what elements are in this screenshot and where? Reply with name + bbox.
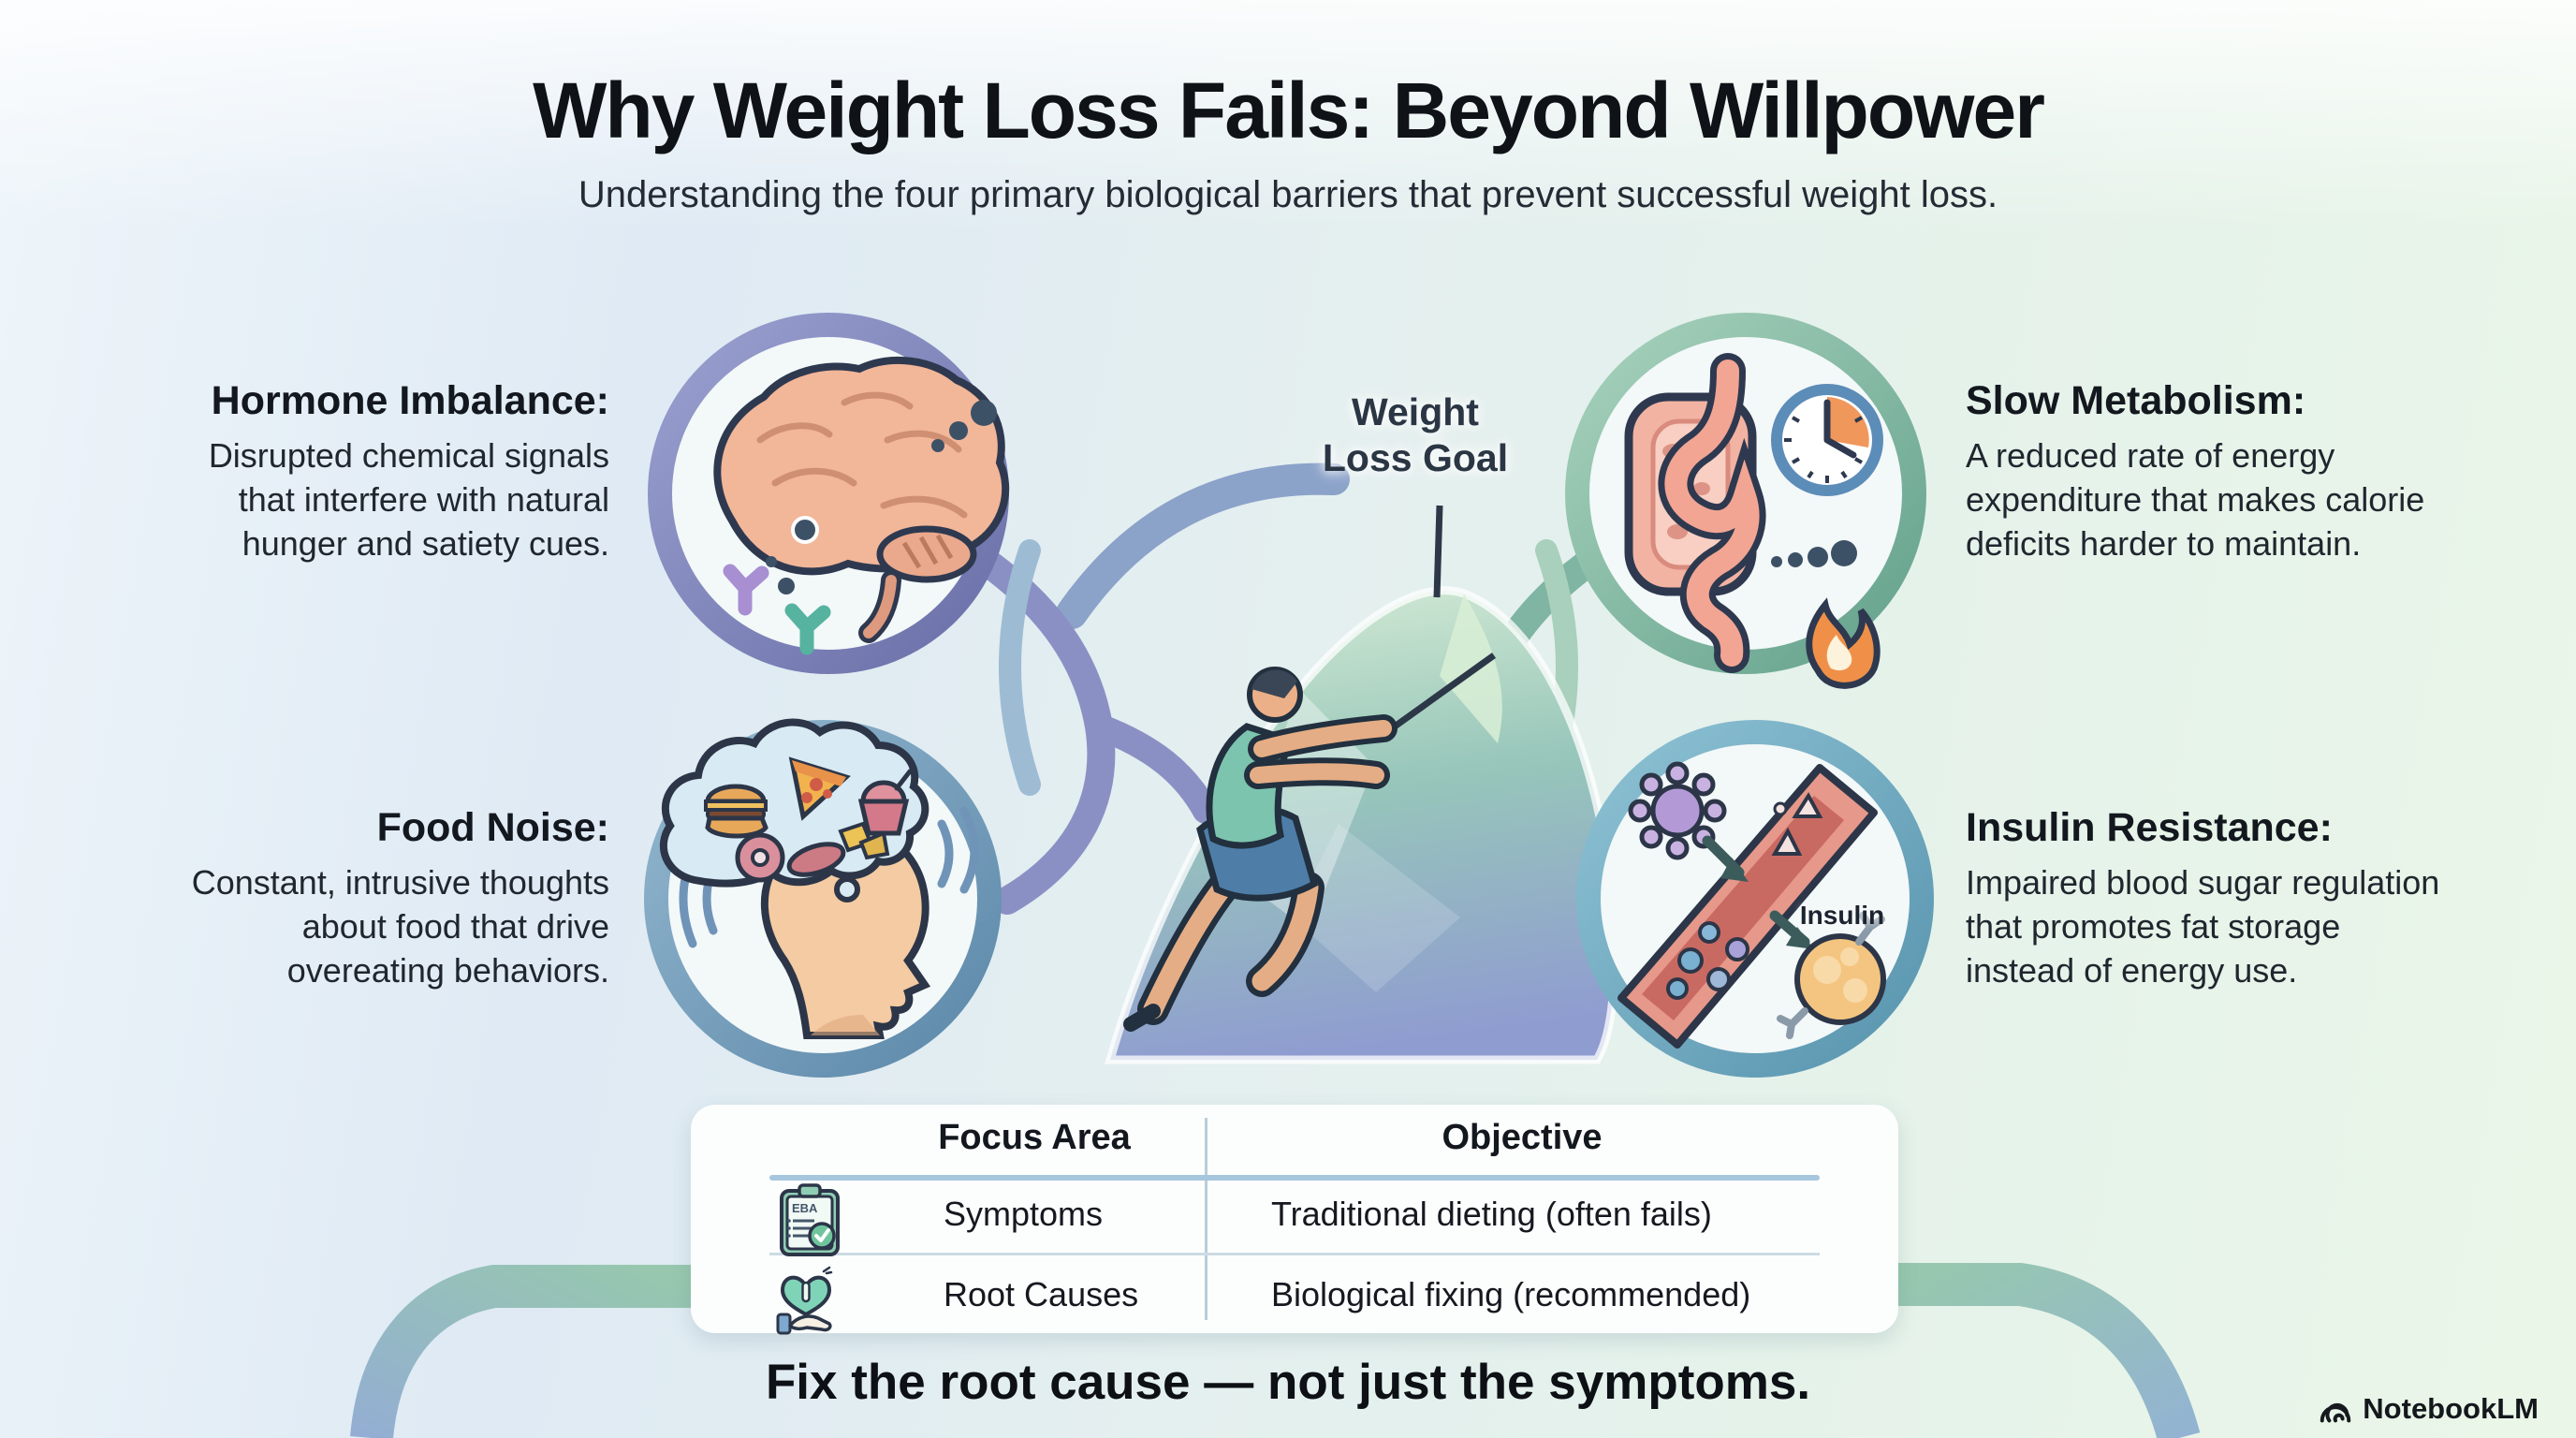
barrier-heading: Hormone Imbalance: xyxy=(211,378,609,423)
table-column-divider xyxy=(1205,1118,1208,1320)
salami-icon xyxy=(786,842,846,877)
barrier-text-line: Impaired blood sugar regulation xyxy=(1966,863,2440,902)
bottom-swooshes xyxy=(350,1263,2201,1438)
barrier-text-line: Constant, intrusive thoughts xyxy=(191,863,609,902)
goal-line: Loss Goal xyxy=(1322,436,1509,479)
fat-cell-icon xyxy=(1777,912,1886,1039)
page-title: Why Weight Loss Fails: Beyond Willpower xyxy=(533,66,2045,154)
weight-loss-goal-label: Weight Loss Goal xyxy=(1323,389,1508,481)
circle-slow-metabolism xyxy=(1565,313,1926,689)
blood-vessel-icon xyxy=(1617,764,1878,1049)
barrier-text-line: instead of energy use. xyxy=(1966,951,2298,990)
notebooklm-icon xyxy=(2320,1402,2351,1423)
clock-icon xyxy=(1771,384,1883,496)
barrier-text-line: hunger and satiety cues. xyxy=(242,524,609,563)
insulin-molecule-icon xyxy=(1628,761,1727,860)
chips-icon xyxy=(838,821,890,860)
donut-icon xyxy=(735,832,785,883)
circle-insulin-resistance xyxy=(1576,720,1934,1078)
barrier-heading: Insulin Resistance: xyxy=(1966,805,2333,850)
barrier-text-line: Disrupted chemical signals xyxy=(208,436,609,475)
digestive-system-icon xyxy=(1624,353,1766,673)
thought-cloud-icon xyxy=(659,718,929,902)
clipboard-label-text: EBA xyxy=(792,1201,818,1215)
barrier-heading: Slow Metabolism: xyxy=(1966,378,2306,423)
ice-cream-icon xyxy=(857,769,913,836)
brain-icon xyxy=(713,356,1010,655)
barrier-text-line: that promotes fat storage xyxy=(1966,907,2341,946)
hormone-molecule-icon xyxy=(784,603,831,655)
barrier-slow-metabolism: Slow Metabolism: A reduced rate of energ… xyxy=(1966,378,2546,565)
notebooklm-branding: NotebookLM xyxy=(2318,1391,2539,1427)
barrier-text-line: A reduced rate of energy xyxy=(1966,436,2335,475)
barrier-text-line: about food that drive xyxy=(301,907,609,946)
tagline: Fix the root cause — not just the sympto… xyxy=(765,1355,1811,1410)
barrier-text-line: overeating behaviors. xyxy=(286,951,609,990)
table-row-divider xyxy=(769,1253,1820,1255)
barrier-heading: Food Noise: xyxy=(376,805,609,850)
comparison-table: Focus Area Objective EBA Symptoms Tradit… xyxy=(691,1105,1898,1335)
clipboard-checklist-icon: EBA xyxy=(780,1183,840,1256)
hormone-molecule-icon xyxy=(723,564,769,616)
table-cell-focus: Root Causes xyxy=(944,1275,1139,1313)
climber-illustration xyxy=(1123,667,1398,1032)
arrow-icon xyxy=(1702,835,1814,949)
barrier-food-noise: Food Noise: Constant, intrusive thoughts… xyxy=(29,805,609,992)
table-cell-focus: Symptoms xyxy=(944,1195,1104,1233)
barrier-text-line: expenditure that makes calorie xyxy=(1966,480,2425,519)
pizza-icon xyxy=(788,756,851,821)
barrier-hormone-imbalance: Hormone Imbalance: Disrupted chemical si… xyxy=(29,378,609,565)
goal-pointer-line xyxy=(1433,505,1443,598)
barrier-insulin-resistance: Insulin Resistance: Impaired blood sugar… xyxy=(1966,805,2546,992)
table-header-focus-area: Focus Area xyxy=(938,1118,1131,1157)
insulin-label: Insulin xyxy=(1799,901,1885,930)
climbing-rope-line xyxy=(1379,653,1497,739)
goal-line: Weight xyxy=(1352,390,1479,433)
table-header-objective: Objective xyxy=(1442,1118,1603,1157)
mountain-illustration xyxy=(1105,586,1619,1064)
hand-heart-icon xyxy=(776,1266,833,1335)
notebooklm-wordmark: NotebookLM xyxy=(2363,1392,2539,1425)
page-subtitle: Understanding the four primary biologica… xyxy=(578,174,1998,215)
burger-icon xyxy=(704,784,768,839)
circle-hormone-imbalance xyxy=(648,313,1010,674)
table-cell-objective: Traditional dieting (often fails) xyxy=(1271,1195,1712,1233)
table-cell-objective: Biological fixing (recommended) xyxy=(1271,1275,1751,1313)
flame-icon xyxy=(1806,597,1881,689)
barrier-text-line: that interfere with natural xyxy=(238,480,609,519)
circle-food-noise xyxy=(644,718,1002,1078)
barrier-text-line: deficits harder to maintain. xyxy=(1966,524,2362,563)
table-header-divider xyxy=(769,1175,1820,1181)
metabolism-dots xyxy=(1771,540,1857,567)
